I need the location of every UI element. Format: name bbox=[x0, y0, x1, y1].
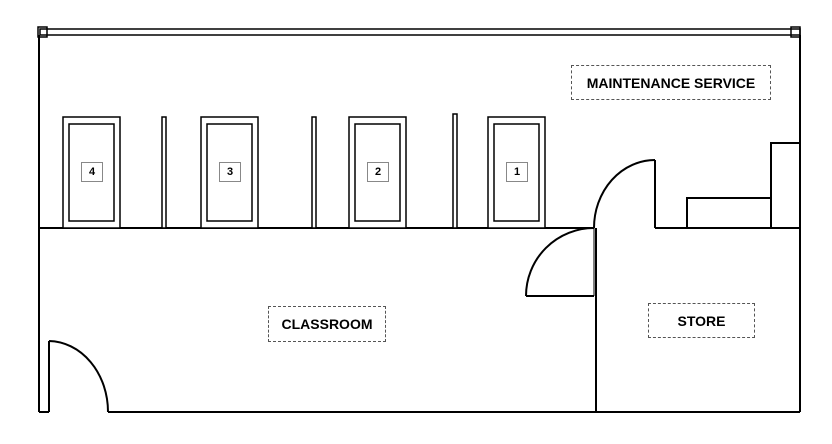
steps bbox=[686, 142, 800, 228]
partition-post-3 bbox=[452, 113, 458, 229]
room-label-store: STORE bbox=[648, 303, 755, 338]
room-label-maintenance: MAINTENANCE SERVICE bbox=[571, 65, 771, 100]
top-wall bbox=[39, 28, 801, 36]
cubicle-3 bbox=[200, 116, 259, 229]
partition-post-2 bbox=[311, 116, 317, 229]
unit-label-4: 4 bbox=[81, 162, 103, 182]
door-arc-maintenance bbox=[593, 159, 656, 229]
top-left-corner bbox=[37, 26, 48, 38]
unit-label-2: 2 bbox=[367, 162, 389, 182]
unit-label-3: 3 bbox=[219, 162, 241, 182]
partition-post-1 bbox=[161, 116, 167, 229]
room-label-classroom: CLASSROOM bbox=[268, 306, 386, 342]
unit-label-1: 1 bbox=[506, 162, 528, 182]
top-right-corner bbox=[790, 26, 801, 38]
door-arc-store bbox=[525, 227, 595, 297]
cubicle-4 bbox=[62, 116, 121, 229]
door-arc-classroom bbox=[48, 340, 109, 413]
